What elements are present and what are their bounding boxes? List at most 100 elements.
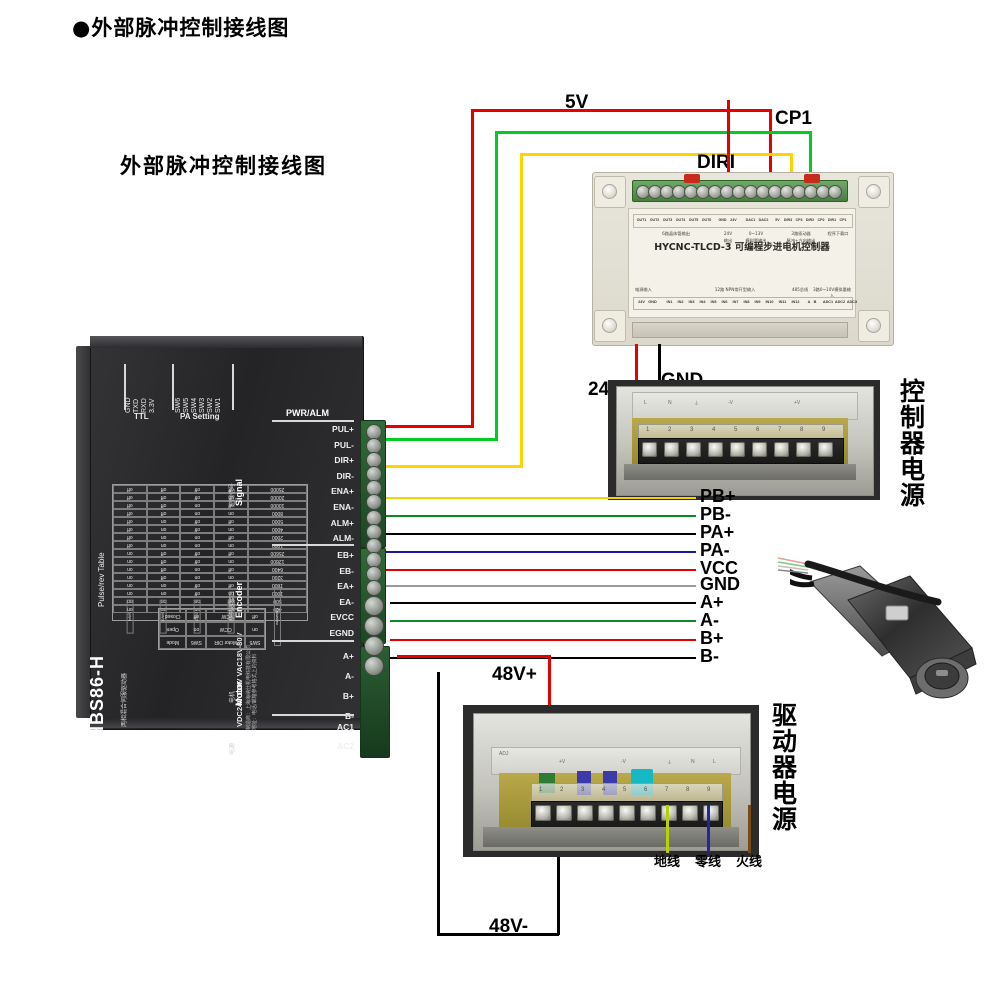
motor-group-label-cn: 电机 bbox=[229, 690, 236, 703]
psu-terminal-number: 3 bbox=[581, 787, 585, 793]
signal-pin-list: PUL+ PUL- DIR+ DIR- ENA+ ENA- ALM+ ALM- bbox=[256, 422, 354, 547]
psu-terminal-number: 9 bbox=[707, 787, 711, 793]
controller-power-supply: L N ⏚ -V +V 1 2 3 4 5 6 7 8 9 bbox=[608, 380, 880, 500]
mains-label-earth: 地线 bbox=[653, 855, 680, 870]
pulse-table-cell: off bbox=[180, 549, 215, 557]
pa-pin-sw4: SW4 bbox=[191, 397, 198, 413]
driver-model-label: HBS86-H bbox=[87, 654, 107, 739]
mode-table-cell: off bbox=[186, 609, 207, 623]
ctrl-bottom-terminal: ADC1 bbox=[822, 300, 834, 304]
pulse-table-cell: on bbox=[146, 525, 181, 533]
connector-screw[interactable] bbox=[366, 494, 382, 510]
connector-screw-large[interactable] bbox=[364, 636, 384, 656]
pulse-table-cell: off bbox=[180, 581, 215, 589]
pulse-table-cell: on bbox=[180, 541, 215, 549]
pa-pin-sw5: SW5 bbox=[183, 397, 190, 413]
divider-signal-top bbox=[272, 420, 354, 422]
psu-terminal-screw[interactable] bbox=[703, 805, 719, 821]
pulse-table-cell: on bbox=[214, 557, 248, 565]
pulse-table-cell: off bbox=[113, 533, 147, 541]
pulse-table-cell: on bbox=[180, 533, 215, 541]
ttl-pin-gnd: GND bbox=[125, 397, 132, 413]
pa-pin-sw3: SW3 bbox=[199, 397, 206, 413]
net-label-48v-minus: 48V- bbox=[489, 916, 529, 937]
ctrl-bottom-terminal: IN10 bbox=[765, 300, 774, 304]
pulse-table-cell: off bbox=[113, 493, 147, 501]
psu-terminal-number: 4 bbox=[602, 787, 606, 793]
driver-heatsink-side bbox=[76, 346, 92, 718]
pulse-table-cell: off bbox=[113, 541, 147, 549]
wire-label-a-minus: A- bbox=[700, 610, 719, 630]
wire-a-minus bbox=[390, 620, 696, 622]
pin-dir-plus: DIR+ bbox=[334, 455, 354, 466]
pulse-table-cell: off bbox=[146, 549, 181, 557]
driver-module: GND TXD RXD 3.3V TTL SW6 SW5 SW4 SW3 SW2… bbox=[76, 336, 390, 758]
psu-terminal-screw[interactable] bbox=[796, 442, 811, 457]
pulse-table-cell: on bbox=[180, 501, 215, 509]
ctrl-bottom-terminal: IN3 bbox=[688, 300, 695, 304]
connector-screw-large[interactable] bbox=[364, 616, 384, 636]
psu-terminal-screw[interactable] bbox=[708, 442, 723, 457]
psu-terminal-screw[interactable] bbox=[818, 442, 833, 457]
psu-terminal-screw[interactable] bbox=[682, 805, 698, 821]
wire-48v-minus-right bbox=[557, 800, 560, 935]
psu-terminal-number: 1 bbox=[539, 787, 543, 793]
controller-label-panel: OUT1 OUT2 OUT3 OUT4 OUT5 OUT6 GND 24V DA… bbox=[628, 208, 857, 318]
net-label-diri: DIRI bbox=[697, 152, 735, 173]
connector-screw-large[interactable] bbox=[364, 656, 384, 676]
pulse-table-cell: off bbox=[146, 485, 181, 493]
pin-ea-plus: EA+ bbox=[337, 581, 354, 592]
psu-terminal-number: 6 bbox=[756, 427, 760, 433]
pin-alm-minus: ALM- bbox=[332, 533, 354, 544]
psu-terminal-number: 2 bbox=[560, 787, 564, 793]
psu-terminal-screw[interactable] bbox=[577, 805, 593, 821]
connector-screw-large[interactable] bbox=[364, 596, 384, 616]
psu-terminal-screw[interactable] bbox=[556, 805, 572, 821]
psu-terminal-screw[interactable] bbox=[598, 805, 614, 821]
ctrl-terminal-label: DIR2 bbox=[805, 217, 815, 222]
psu-terminal-number: 2 bbox=[668, 427, 672, 433]
connector-screw[interactable] bbox=[366, 580, 382, 596]
pin-eb-minus: EB- bbox=[339, 565, 354, 576]
pin-ac1: AC1 bbox=[336, 722, 354, 732]
controller-top-terminal-strip[interactable] bbox=[632, 180, 848, 202]
pulse-table-cell: on bbox=[113, 565, 147, 573]
ctrl-note-power-in: 电源输入 bbox=[635, 287, 652, 292]
psu-terminal-screw[interactable] bbox=[664, 442, 679, 457]
psu-terminal-screw[interactable] bbox=[730, 442, 745, 457]
wire-live bbox=[748, 805, 751, 853]
psu-terminal-screw[interactable] bbox=[642, 442, 657, 457]
psu-terminal-screw[interactable] bbox=[661, 805, 677, 821]
ctrl-terminal-label: 24V bbox=[730, 217, 737, 222]
controller-bottom-terminal-strip[interactable] bbox=[632, 322, 848, 338]
pin-ea-minus: EA- bbox=[339, 596, 354, 607]
pulse-table-cell: off bbox=[214, 549, 248, 557]
pulse-table-cell: on bbox=[180, 565, 215, 573]
wire-cp1-top bbox=[495, 131, 811, 134]
wire-label-gnd: GND bbox=[700, 574, 740, 594]
driver-bottom-edge bbox=[90, 718, 362, 728]
pulse-table-cell: on bbox=[146, 541, 181, 549]
pulse-table-cell: on bbox=[214, 525, 248, 533]
net-label-cp1: CP1 bbox=[775, 108, 812, 129]
wire-a-plus bbox=[390, 602, 696, 604]
psu-terminal-screw[interactable] bbox=[640, 805, 656, 821]
psu-terminal-screw[interactable] bbox=[686, 442, 701, 457]
psu-terminal-screw[interactable] bbox=[774, 442, 789, 457]
psu-terminal-number: 5 bbox=[623, 787, 627, 793]
psu-terminal-screw[interactable] bbox=[535, 805, 551, 821]
ctrl-terminal-label: OUT3 bbox=[662, 217, 673, 222]
wire-5v-left bbox=[471, 109, 474, 427]
stepper-motor bbox=[771, 560, 990, 740]
wire-label-pa-minus: PA- bbox=[700, 540, 730, 560]
controller-bottom-terminal-legend: 24V GND IN1 IN2 IN3 IN4 IN5 IN6 IN7 IN8 … bbox=[633, 297, 857, 310]
psu-terminal-screw[interactable] bbox=[619, 805, 635, 821]
wire-label-vcc: VCC bbox=[700, 558, 739, 578]
terminal-screw[interactable] bbox=[828, 184, 842, 199]
pin-ena-minus: ENA- bbox=[333, 501, 354, 512]
psu-terminal-number: 8 bbox=[800, 427, 804, 433]
psu-terminal-screw[interactable] bbox=[752, 442, 767, 457]
psu-terminal-marking-vminus: -V bbox=[621, 759, 626, 765]
